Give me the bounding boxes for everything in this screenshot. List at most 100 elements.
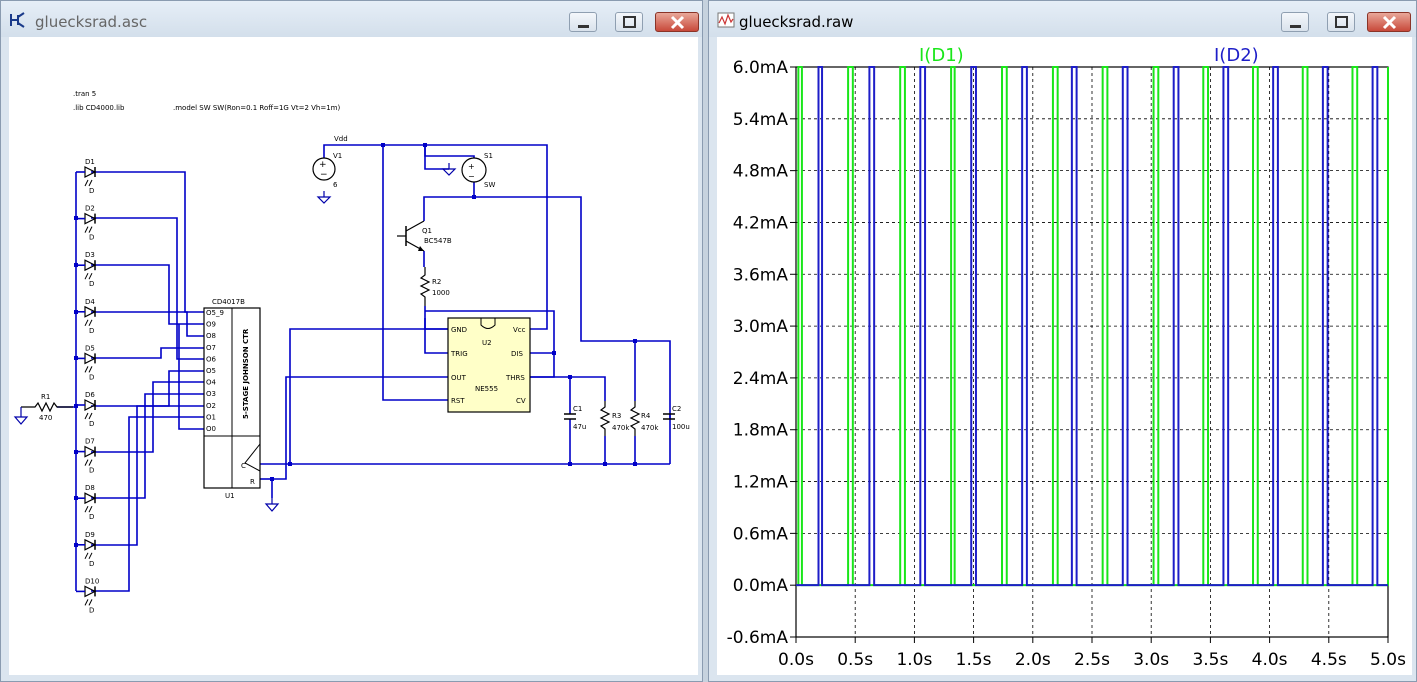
diode-model: D: [89, 280, 94, 288]
diode-name: D6: [85, 391, 95, 399]
c1-name: C1: [573, 405, 582, 413]
resistor-r3[interactable]: R3 470k: [599, 401, 630, 436]
u1-pin-o4: O4: [206, 379, 217, 387]
trace-id2: [796, 66, 1388, 587]
legend-i-d2[interactable]: I(D2): [1214, 45, 1259, 66]
schematic-window[interactable]: gluecksrad.asc .tran 5 .lib CD4000.lib .…: [0, 0, 703, 682]
u2-part: NE555: [475, 385, 498, 393]
diode-d2[interactable]: D2D: [76, 205, 97, 242]
u2-pin-trig: TRIG: [450, 350, 468, 358]
y-tick-label: 4.8mA: [733, 162, 789, 182]
r4-value: 470k: [641, 424, 659, 432]
y-tick-label: 0.6mA: [733, 524, 789, 544]
vdd-net-label: Vdd: [334, 135, 348, 143]
maximize-icon: [1335, 16, 1348, 28]
diode-d6[interactable]: D6D: [76, 391, 97, 428]
maximize-icon: [623, 16, 636, 28]
u1-pin-o5_9: O5_9: [206, 309, 224, 317]
waveform-titlebar[interactable]: gluecksrad.raw: [709, 1, 1416, 37]
resistor-r1[interactable]: R1 470: [21, 393, 73, 422]
diode-name: D2: [85, 205, 95, 213]
diode-d9[interactable]: D9D: [76, 531, 97, 568]
capacitor-c2[interactable]: C2 100u: [663, 405, 690, 431]
x-tick-label: 4.0s: [1252, 650, 1288, 670]
c2-name: C2: [672, 405, 681, 413]
u2-pin-vcc: Vcc: [513, 326, 526, 334]
waveform-app-icon: [717, 12, 735, 28]
plot-grid: [795, 66, 1389, 638]
u2-pin-gnd: GND: [451, 326, 467, 334]
schematic-canvas[interactable]: .tran 5 .lib CD4000.lib .model SW SW(Ron…: [9, 37, 698, 675]
u2-pin-out: OUT: [451, 374, 467, 382]
x-tick-label: 4.5s: [1311, 650, 1347, 670]
close-icon: [670, 15, 685, 30]
timer-chip-u2[interactable]: GND TRIG OUT RST Vcc DIS THRS CV U2 NE55…: [447, 317, 531, 413]
y-tick-label: 3.6mA: [733, 265, 789, 285]
diode-model: D: [89, 513, 94, 521]
schematic-titlebar[interactable]: gluecksrad.asc: [1, 1, 702, 37]
u1-ref: U1: [225, 492, 235, 500]
diode-d1[interactable]: D1D: [76, 158, 97, 195]
diode-d3[interactable]: D3D: [76, 251, 97, 288]
diode-name: D3: [85, 251, 95, 259]
y-tick-label: 4.2mA: [733, 213, 789, 233]
v1-name: V1: [333, 152, 342, 160]
r4-name: R4: [641, 412, 651, 420]
waveform-window-title: gluecksrad.raw: [739, 13, 854, 31]
r3-name: R3: [612, 412, 621, 420]
c1-value: 47u: [573, 423, 586, 431]
x-tick-label: 2.5s: [1074, 650, 1110, 670]
maximize-button[interactable]: [1327, 12, 1355, 32]
y-tick-label: 1.8mA: [733, 421, 789, 441]
close-button[interactable]: [655, 12, 699, 32]
v1-value: 6: [333, 181, 338, 189]
diode-name: D5: [85, 344, 95, 352]
y-axis-ticks: 6.0mA5.4mA4.8mA4.2mA3.6mA3.0mA2.4mA1.8mA…: [727, 58, 796, 648]
schematic-wires: [57, 143, 671, 592]
diode-d8[interactable]: D8D: [76, 484, 97, 521]
y-tick-label: 3.0mA: [733, 317, 789, 337]
diode-name: D10: [85, 577, 99, 585]
maximize-button[interactable]: [615, 12, 643, 32]
switch-s1[interactable]: +− S1 SW: [461, 152, 495, 189]
close-button[interactable]: [1367, 12, 1411, 32]
minimize-button[interactable]: [1281, 12, 1309, 32]
diode-d4[interactable]: D4D: [76, 298, 97, 335]
s1-model: SW: [484, 181, 495, 189]
u1-pin-o5: O5: [206, 367, 216, 375]
x-tick-label: 0.5s: [837, 650, 873, 670]
diode-d5[interactable]: D5D: [76, 344, 97, 381]
svg-text:−: −: [468, 172, 475, 181]
q1-model: BC547B: [424, 237, 452, 245]
minimize-button[interactable]: [569, 12, 597, 32]
counter-chip-u1[interactable]: CD4017B U1 5-STAGE JOHNSON CTR O5_9O9O8O…: [203, 298, 261, 500]
directive-lib: .lib CD4000.lib: [73, 104, 125, 112]
resistor-r4[interactable]: R4 470k: [629, 401, 659, 436]
resistor-r2[interactable]: R2 1000: [419, 267, 450, 306]
transistor-q1[interactable]: Q1 BC547B: [397, 220, 452, 252]
capacitor-c1[interactable]: C1 47u: [564, 405, 586, 431]
voltage-source-v1[interactable]: +− V1 6: [312, 152, 342, 189]
ground-symbol-u1: [264, 498, 280, 512]
svg-text:+: +: [468, 162, 475, 171]
legend-i-d1[interactable]: I(D1): [919, 45, 964, 66]
u1-title: 5-STAGE JOHNSON CTR: [242, 328, 250, 419]
diode-model: D: [89, 327, 94, 335]
y-tick-label: 2.4mA: [733, 369, 789, 389]
x-tick-label: 3.5s: [1192, 650, 1228, 670]
r2-name: R2: [432, 278, 441, 286]
diode-model: D: [89, 420, 94, 428]
u1-part: CD4017B: [212, 298, 245, 306]
diode-d7[interactable]: D7D: [76, 438, 97, 475]
c2-value: 100u: [672, 423, 690, 431]
r1-value: 470: [39, 414, 52, 422]
u2-pin-thrs: THRS: [505, 374, 525, 382]
ground-symbol-r1: [13, 407, 29, 425]
close-icon: [1382, 15, 1397, 30]
plot-traces: [796, 66, 1389, 587]
